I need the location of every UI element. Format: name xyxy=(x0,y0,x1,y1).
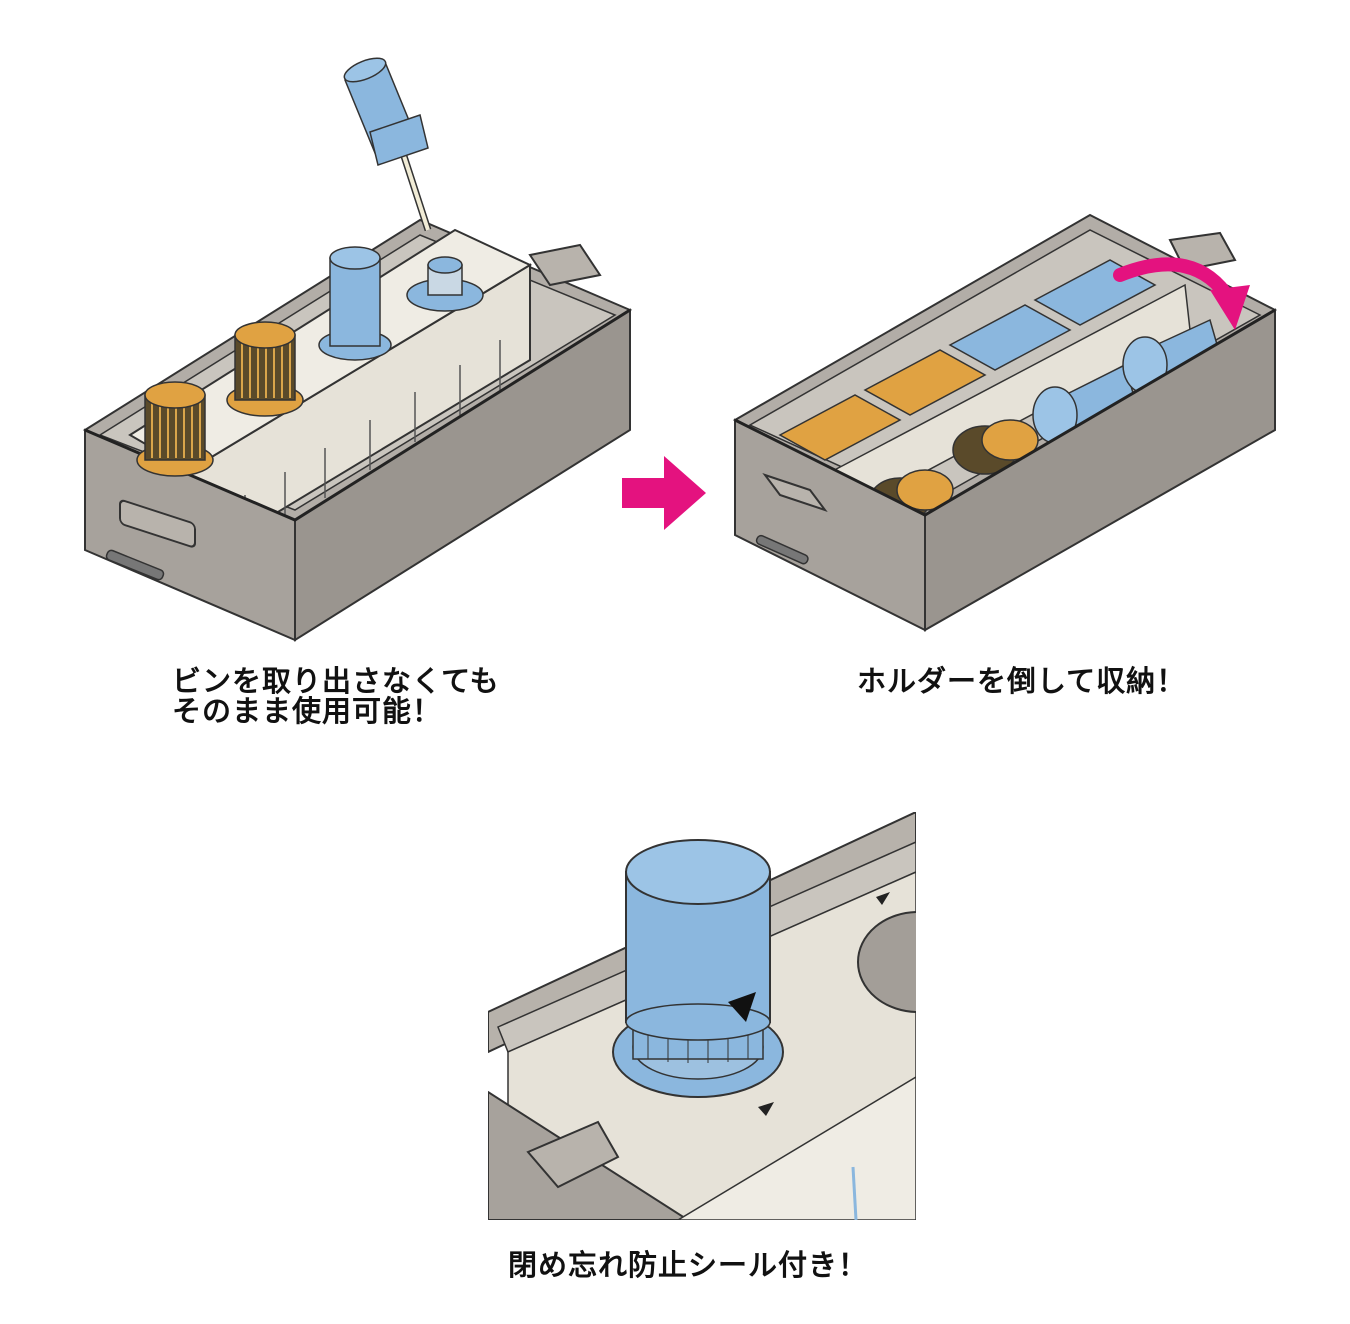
orange-pad-2 xyxy=(863,349,987,416)
arrow-right-icon xyxy=(622,456,708,530)
orange-bottle-front xyxy=(136,381,214,477)
box-with-holder-upright xyxy=(82,57,633,642)
brush-cap xyxy=(343,57,432,232)
orange-pad-1 xyxy=(778,394,902,461)
caption-in-use: ビンを取り出さなくても そのまま使用可能！ xyxy=(172,666,500,726)
box-with-holder-folded xyxy=(732,213,1278,632)
open-bottle-neck xyxy=(406,256,484,312)
caption-in-use-line2: そのまま使用可能！ xyxy=(172,694,443,728)
seal-marker-icon xyxy=(728,992,756,1022)
caption-in-use-line1: ビンを取り出さなくても xyxy=(172,664,500,698)
blue-bottle-upright xyxy=(318,246,392,361)
caption-stored: ホルダーを倒して収納！ xyxy=(857,664,1187,698)
blue-pad-1 xyxy=(948,304,1072,371)
caption-seal: 閉め忘れ防止シール付き！ xyxy=(508,1248,869,1282)
curved-arrow-icon xyxy=(1113,257,1250,330)
illustration-closeup-seal xyxy=(488,812,916,1220)
illustration-stored xyxy=(725,205,1285,635)
illustration-in-use xyxy=(60,40,650,650)
orange-bottle-back xyxy=(226,321,304,417)
